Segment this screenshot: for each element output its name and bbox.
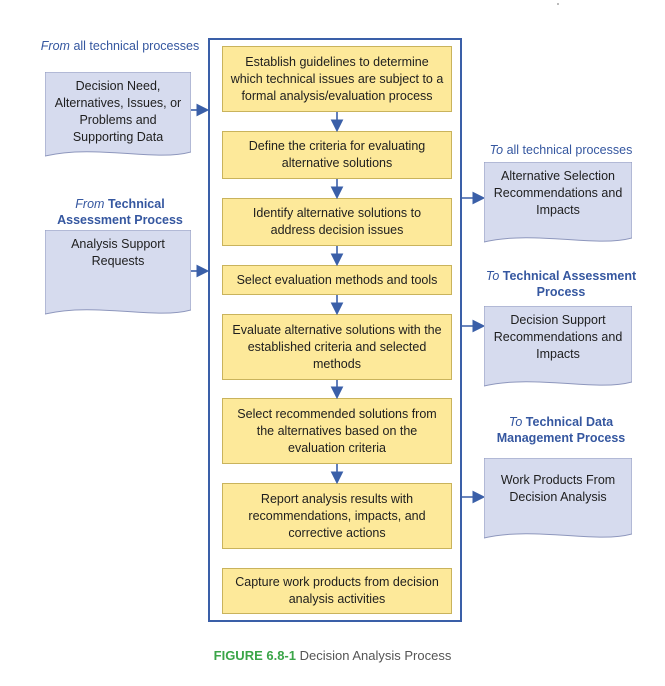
corner-mark — [557, 3, 559, 5]
doc-decision-need: Decision Need, Alternatives, Issues, or … — [45, 72, 191, 157]
step-7: Report analysis results with recommendat… — [222, 483, 452, 549]
label-from-technical-assessment: From Technical Assessment Process — [57, 197, 183, 227]
step-4: Select evaluation methods and tools — [222, 265, 452, 295]
document-shape-4 — [484, 306, 632, 387]
doc-decision-need-text: Decision Need, Alternatives, Issues, or … — [54, 79, 182, 144]
doc-work-products-text: Work Products From Decision Analysis — [500, 473, 616, 504]
label-from-all-technical-processes: From all technical processes — [40, 39, 200, 53]
doc-alternative-selection: Alternative Selection Recommendations an… — [484, 162, 632, 243]
doc-decision-support-text: Decision Support Recommendations and Imp… — [493, 313, 623, 361]
doc-decision-support: Decision Support Recommendations and Imp… — [484, 306, 632, 387]
step-6: Select recommended solutions from the al… — [222, 398, 452, 464]
figure-title: Decision Analysis Process — [296, 648, 452, 663]
step-2: Define the criteria for evaluating alter… — [222, 131, 452, 179]
document-shape-2 — [45, 230, 191, 315]
figure-number: FIGURE 6.8-1 — [213, 648, 296, 663]
step-3: Identify alternative solutions to addres… — [222, 198, 452, 246]
doc-alternative-selection-text: Alternative Selection Recommendations an… — [493, 169, 623, 217]
document-shape-5 — [484, 458, 632, 539]
label-to-all-technical-processes: To all technical processes — [489, 143, 633, 157]
document-shape-1 — [45, 72, 191, 157]
step-8: Capture work products from decision anal… — [222, 568, 452, 614]
step-5: Evaluate alternative solutions with the … — [222, 314, 452, 380]
doc-analysis-support-text: Analysis Support Requests — [71, 237, 165, 268]
figure-caption: FIGURE 6.8-1 Decision Analysis Process — [0, 648, 665, 663]
label-to-technical-data-management: To Technical Data Management Process — [496, 415, 626, 445]
document-shape-3 — [484, 162, 632, 243]
label-to-technical-assessment: To Technical Assessment Process — [485, 269, 637, 299]
step-1: Establish guidelines to determine which … — [222, 46, 452, 112]
doc-work-products: Work Products From Decision Analysis — [484, 458, 632, 539]
doc-analysis-support-requests: Analysis Support Requests — [45, 230, 191, 315]
